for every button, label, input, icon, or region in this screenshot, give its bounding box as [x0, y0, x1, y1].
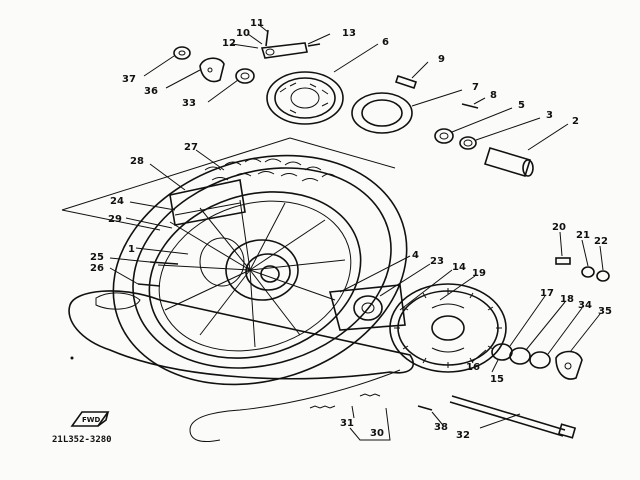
callout-31: 31	[340, 418, 354, 429]
callout-24: 24	[110, 196, 124, 207]
chain-adjuster-35	[555, 350, 583, 380]
callout-11: 11	[250, 18, 264, 29]
drive-chain	[189, 369, 401, 443]
callout-27: 27	[184, 142, 198, 153]
callouts: 1 2 3 4 5 6 7 8 9 10 11 12 13 14 15 16 1…	[90, 18, 612, 441]
valve-stem	[137, 261, 179, 287]
stray-dot	[70, 356, 74, 360]
nut-33	[235, 68, 255, 84]
rim-strip	[169, 179, 246, 226]
callout-12: 12	[222, 38, 236, 49]
callout-5: 5	[518, 100, 525, 111]
callout-1: 1	[128, 244, 135, 255]
callout-33: 33	[182, 98, 196, 109]
pin-8	[461, 103, 479, 109]
cotter-pin-38	[417, 405, 433, 411]
brake-arm	[199, 57, 225, 83]
callout-17: 17	[540, 288, 554, 299]
nut-22	[596, 270, 610, 282]
forward-arrow-icon: FWD	[70, 411, 110, 427]
callout-23: 23	[430, 256, 444, 267]
rim	[148, 191, 362, 359]
callout-14: 14	[452, 262, 466, 273]
callout-4: 4	[412, 250, 419, 261]
cam-lever	[260, 29, 321, 59]
callout-7: 7	[472, 82, 479, 93]
callout-21: 21	[576, 230, 590, 241]
callout-10: 10	[236, 28, 250, 39]
callout-6: 6	[382, 37, 389, 48]
callout-20: 20	[552, 222, 566, 233]
bearings-stack	[491, 343, 551, 369]
callout-37: 37	[122, 74, 136, 85]
drawing-code: 21L352-3280	[52, 435, 112, 445]
callout-19: 19	[472, 268, 486, 279]
washer-37	[173, 46, 191, 60]
callout-16: 16	[466, 362, 480, 373]
fwd-label: FWD	[82, 416, 101, 424]
callout-13: 13	[342, 28, 356, 39]
callout-3: 3	[546, 110, 553, 121]
callout-28: 28	[130, 156, 144, 167]
brake-plate	[266, 71, 344, 125]
callout-36: 36	[144, 86, 158, 97]
callout-30: 30	[370, 428, 384, 439]
tire	[112, 154, 408, 386]
callout-26: 26	[90, 263, 104, 274]
callout-29: 29	[108, 214, 122, 225]
callout-15: 15	[490, 374, 504, 385]
callout-8: 8	[490, 90, 497, 101]
callout-34: 34	[578, 300, 592, 311]
callout-25: 25	[90, 252, 104, 263]
callout-38: 38	[434, 422, 448, 433]
lock-nut-21	[581, 266, 595, 278]
callout-22: 22	[594, 236, 608, 247]
rim-band-tube	[68, 290, 414, 380]
oil-seal-5	[434, 128, 454, 144]
sprocket-hub	[328, 284, 406, 331]
callout-35: 35	[598, 306, 612, 317]
callout-32: 32	[456, 430, 470, 441]
spring-9	[394, 74, 418, 90]
assembly-plane-outline	[61, 137, 396, 231]
callout-18: 18	[560, 294, 574, 305]
bearing-3	[459, 136, 477, 150]
callout-9: 9	[438, 54, 445, 65]
hub	[199, 237, 299, 301]
brake-shoes	[351, 92, 413, 134]
collar-2	[483, 147, 534, 177]
leader-lines	[109, 23, 604, 441]
callout-2: 2	[572, 116, 579, 127]
sprocket-19	[389, 283, 507, 373]
adjuster-bolt-20	[555, 257, 571, 265]
